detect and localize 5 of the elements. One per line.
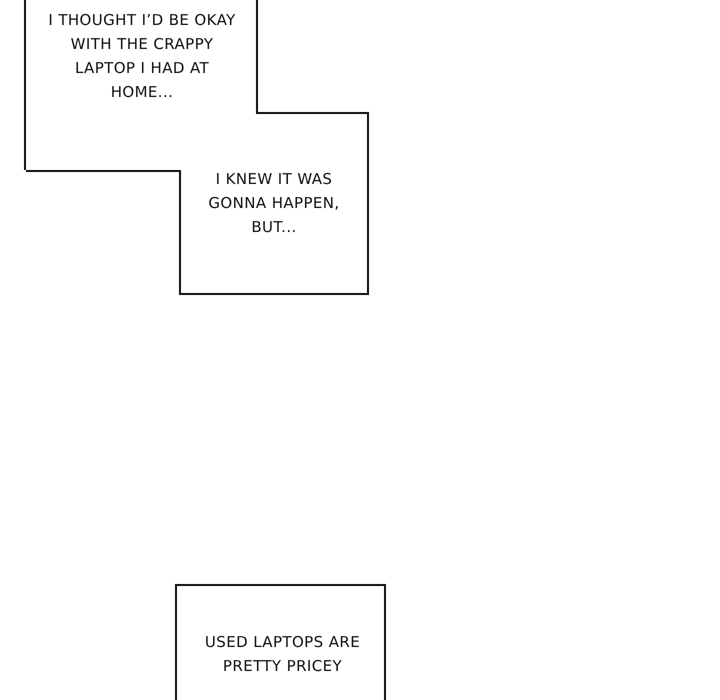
caption-box <box>175 584 386 700</box>
caption-text: USED LAPTOPS ARE PRETTY PRICEY <box>204 632 362 677</box>
caption-box <box>179 112 369 295</box>
caption-text: I THOUGHT I’D BE OKAY WITH THE CRAPPY LAPTOP I HAD AT HOME... <box>47 10 237 103</box>
caption-text: I KNEW IT WAS GONNA HAPPEN, BUT... <box>207 169 341 238</box>
